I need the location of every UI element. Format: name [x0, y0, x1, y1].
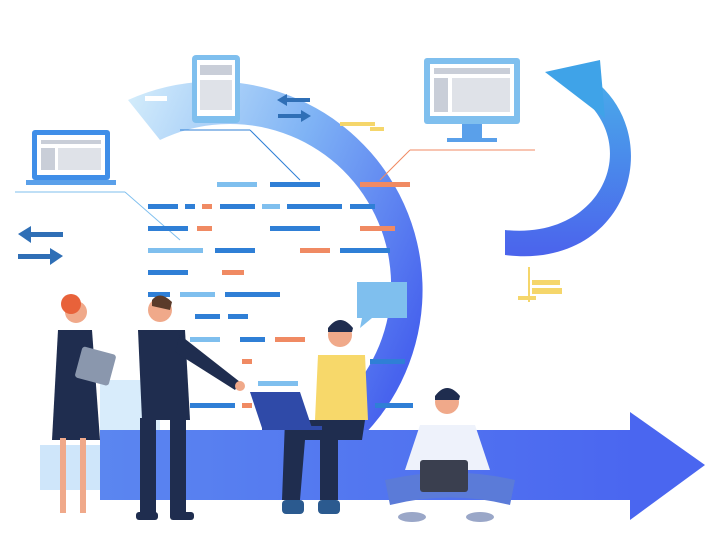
code-dash: [215, 248, 255, 253]
code-dash: [225, 292, 280, 297]
yellow-notes: [518, 267, 562, 302]
code-dash: [270, 226, 320, 231]
swap-arrows-icon: [18, 94, 311, 265]
code-dash: [195, 314, 220, 319]
code-dash: [220, 204, 255, 209]
code-dash: [350, 204, 375, 209]
monitor-icon: [379, 58, 535, 181]
code-dash: [370, 359, 405, 364]
person-man-laptop: [250, 320, 368, 514]
code-dash: [180, 292, 215, 297]
decor-bar: [340, 122, 375, 126]
code-dash: [240, 337, 265, 342]
cycle-arrow-icon: [505, 60, 631, 257]
code-dash: [148, 248, 203, 253]
code-dash: [270, 182, 320, 187]
code-dash: [228, 314, 248, 319]
code-dash: [275, 337, 305, 342]
code-dash: [222, 270, 244, 275]
code-lines: [148, 182, 413, 408]
person-man-crosslegged: [385, 388, 515, 522]
code-dash: [262, 204, 280, 209]
code-dash: [197, 226, 212, 231]
code-dash: [148, 226, 188, 231]
lightbulb-icon: [466, 192, 496, 236]
code-dash: [148, 270, 188, 275]
code-dash: [202, 204, 212, 209]
decor-bar: [370, 127, 384, 131]
code-dash: [360, 226, 395, 231]
person-woman-tablet: [52, 294, 116, 513]
code-dash: [375, 403, 413, 408]
code-dash: [242, 359, 252, 364]
person-man-pointing: [136, 295, 245, 520]
code-dash: [217, 182, 257, 187]
code-dash: [340, 248, 390, 253]
code-dash: [148, 292, 170, 297]
code-dash: [190, 403, 235, 408]
code-dash: [190, 337, 220, 342]
speech-bubble-icon: [357, 282, 407, 328]
tablet-icon: [180, 55, 301, 181]
cycle-ring: [128, 81, 423, 480]
code-dash: [258, 381, 298, 386]
code-dash: [185, 204, 195, 209]
code-dash: [287, 204, 342, 209]
laptop-icon: [15, 130, 181, 241]
code-dash: [300, 248, 330, 253]
code-dash: [148, 204, 178, 209]
code-dash: [242, 403, 252, 408]
decor-bar: [145, 96, 167, 101]
code-dash: [360, 182, 410, 187]
